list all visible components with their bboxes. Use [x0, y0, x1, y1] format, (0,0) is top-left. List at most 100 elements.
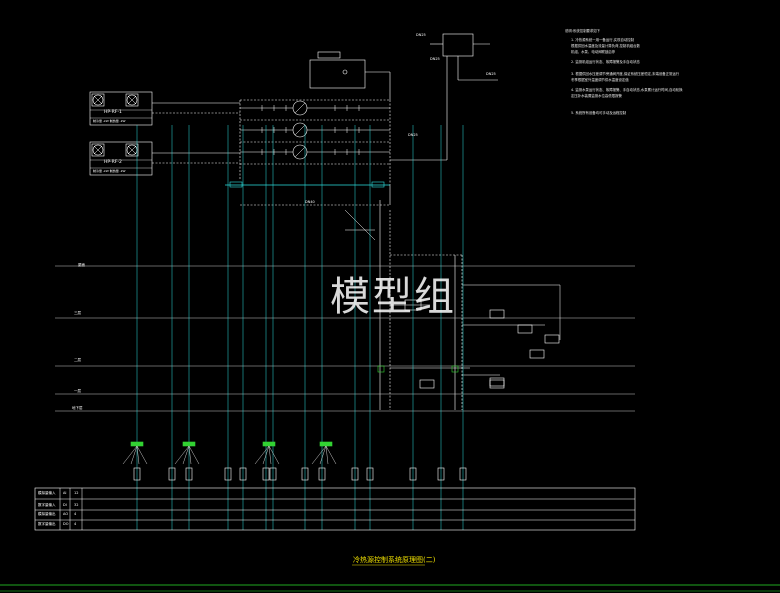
valve-box [451, 365, 459, 373]
controller-wire [136, 445, 140, 465]
fan-blade [93, 95, 103, 105]
drawing-title: 冷热源控制系统原理图(二) [353, 556, 436, 564]
controller-wire [319, 445, 327, 465]
terminal-label-box [239, 467, 247, 481]
controller-wire [130, 445, 138, 465]
io-row-do-label: 数字量输出 [38, 521, 56, 526]
note-item: 定压补水装置监测水位高低限报警 [571, 94, 622, 98]
note-item: 1. 冷热源系统一用一备运行,实现自动控制 [571, 38, 635, 42]
terminal-label-box [366, 467, 374, 481]
floor-label-3: 三层 [74, 310, 81, 315]
pipe-label-tank: DN25 [430, 57, 440, 61]
controller-wire [136, 445, 148, 465]
fan-icon [126, 94, 138, 106]
fan-box [125, 93, 139, 107]
terminal-label-box [133, 467, 141, 481]
controller-wire [325, 445, 337, 465]
io-row-di-code: DI [63, 503, 67, 507]
expansion-tank-label-box [317, 51, 341, 59]
terminal-label-box [269, 467, 277, 481]
note-item: 4. 监测水泵运行状态、故障报警、手自动状态,水泵累计运行时间,自动轮换 [571, 88, 683, 92]
io-row-di-label: 数字量输入 [38, 502, 56, 507]
terminal-label-box [262, 467, 270, 481]
controller-wire [254, 445, 270, 465]
terminal-label-box [437, 467, 445, 481]
io-row-ao-label: 模拟量输出 [38, 511, 56, 516]
watermark: 模型组 [330, 274, 456, 320]
terminal-unit [419, 379, 435, 389]
io-row-do-count: 4 [74, 522, 77, 526]
terminal-unit [529, 349, 545, 359]
terminal-label-box [459, 467, 467, 481]
fan-blade [93, 145, 103, 155]
io-row-ai-count: 12 [74, 491, 78, 495]
floor-label-basement: 地下层 [72, 405, 83, 410]
io-row-do-code: DO [63, 522, 69, 526]
terminal-unit [544, 334, 560, 344]
controller-wire [311, 445, 327, 465]
io-row-ao-code: AO [63, 512, 68, 516]
terminal-label-box [224, 467, 232, 481]
io-row-ai-code: AI [63, 491, 66, 495]
fan-icon [92, 144, 104, 156]
terminal-label-box [185, 467, 193, 481]
io-table [34, 487, 636, 531]
pump-mark [294, 102, 306, 114]
io-row-ao-count: 4 [74, 512, 77, 516]
notes-heading: 说明:系统控制要求如下 [565, 29, 601, 33]
controller-box [130, 441, 144, 447]
static-geometry [0, 33, 780, 592]
controller-wire [182, 445, 190, 465]
terminal-unit [489, 309, 505, 319]
fan-icon [92, 94, 104, 106]
bypass-pipe [344, 209, 376, 241]
pump-mark [294, 124, 306, 136]
terminal-label-box [301, 467, 309, 481]
controller-wire [262, 445, 270, 465]
note-item: 3. 根据供回水压差调节旁通阀开度,保证系统压差恒定,末端设备正常运行 [571, 72, 680, 76]
controller-wire [325, 445, 329, 465]
pump-mark [294, 146, 306, 158]
controller-wire [174, 445, 190, 465]
pipe-label-right: DN25 [486, 72, 496, 76]
controller-wire [188, 445, 200, 465]
sensor-box [229, 181, 243, 188]
pipe-label-main: DN40 [305, 200, 315, 204]
heat-pump-2-spec: 制冷量 -kW 制热量 -kW [93, 168, 125, 173]
io-row-ai-label: 模拟量输入 [38, 490, 56, 495]
heat-pump-unit [89, 141, 153, 176]
valve-icon [342, 69, 348, 75]
diagram-labels: HP-RF-1 制冷量 -kW 制热量 -kW HP-RF-2 制冷量 -kW … [38, 33, 496, 526]
fan-box [91, 93, 105, 107]
note-item: 根据供回水温度及流量计算负荷,控制机组台数 [571, 44, 640, 48]
controller-box [319, 441, 333, 447]
fan-box [91, 143, 105, 157]
floor-label-2: 二层 [74, 357, 81, 362]
terminal-label-box [318, 467, 326, 481]
terminal-label-box [168, 467, 176, 481]
heat-pump-1-spec: 制冷量 -kW 制热量 -kW [93, 118, 125, 123]
heat-pump-unit [89, 91, 153, 126]
controller-wire [268, 445, 280, 465]
note-item: 2. 监测机组运行状态、故障报警及手自动状态 [571, 60, 640, 64]
fan-blade [127, 95, 137, 105]
note-item: 5. 系统所有设备均可手动及远程控制 [571, 111, 627, 115]
note-item: 冬季根据室外温度调节供水温度设定值 [571, 78, 629, 82]
controller-wire [188, 445, 192, 465]
pipe-label-top: DN25 [416, 33, 426, 37]
floor-label-1: 一层 [74, 388, 81, 393]
controller-wire [122, 445, 138, 465]
pipe-label-branch: DN25 [408, 133, 418, 137]
expansion-tank-box [309, 59, 366, 89]
sensor-box [371, 181, 385, 188]
floor-label-roof: 屋面 [78, 262, 85, 267]
heat-pump-1-tag: HP-RF-1 [104, 109, 122, 115]
terminal-label-box [351, 467, 359, 481]
note-item: 机组、水泵、电动阀联锁启停 [571, 50, 616, 54]
fan-blade [127, 145, 137, 155]
terminal-unit [489, 377, 505, 387]
controller-box [262, 441, 276, 447]
fan-box [125, 143, 139, 157]
terminal-label-box [409, 467, 417, 481]
